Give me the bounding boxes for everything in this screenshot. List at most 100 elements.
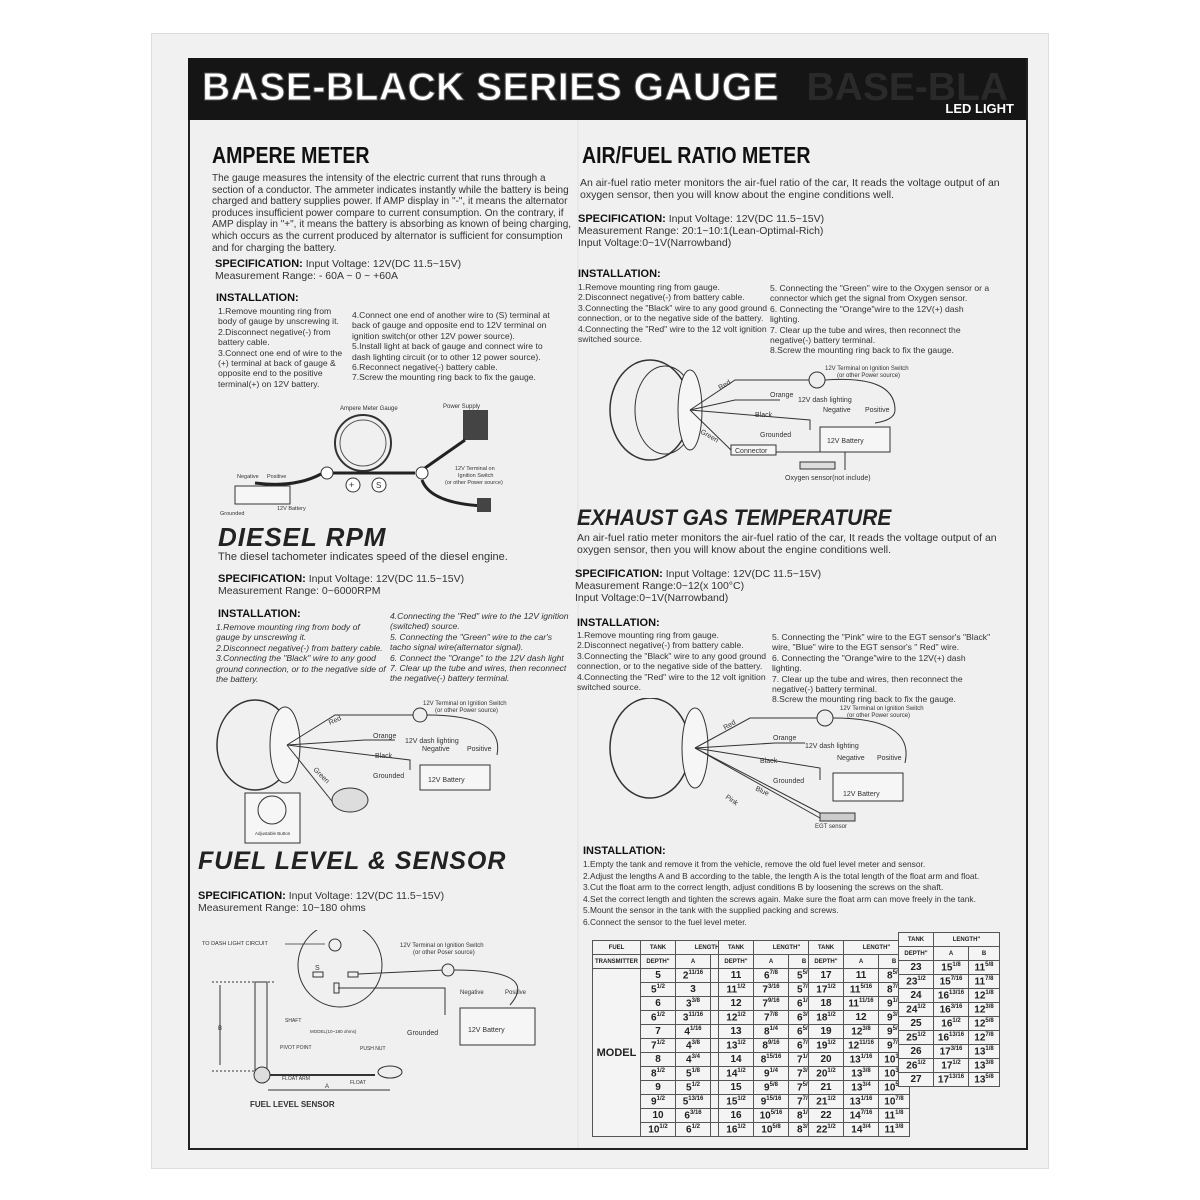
b-header: B (969, 947, 999, 960)
step: 3.Connect one end of wire to the (+) ter… (218, 347, 343, 389)
step: 4.Connecting the "Red" wire to the 12V i… (390, 611, 569, 632)
svg-text:Negative: Negative (837, 755, 865, 762)
svg-text:+: + (349, 480, 354, 490)
length-b-cell: 113/8 (879, 1123, 909, 1136)
depth-cell: 231/2 (899, 975, 933, 988)
spec-label: SPECIFICATION: (578, 213, 666, 225)
ampere-steps-right: 4.Connect one end of another wire to (S)… (352, 310, 557, 383)
diesel-wiring-diagram: Red Orange 12V dash lighting Black Green… (216, 699, 507, 844)
svg-text:(or other Power source): (or other Power source) (837, 373, 900, 379)
spec-voltage: Input Voltage: 12V(DC 11.5~15V) (665, 568, 822, 580)
depth-cell: 7 (641, 1025, 675, 1038)
a-header: A (934, 947, 968, 960)
air-fuel-steps-right: 5. Connecting the "Green" wire to the Ox… (770, 283, 990, 356)
svg-text:12V Battery: 12V Battery (843, 791, 880, 798)
depth-cell: 9 (641, 1081, 675, 1094)
depth-cell: 8 (641, 1053, 675, 1066)
spec-input: Input Voltage:0~1V(Narrowband) (575, 592, 729, 604)
svg-text:Grounded: Grounded (373, 773, 404, 780)
spec-voltage: Input Voltage: 12V(DC 11.5~15V) (668, 213, 825, 225)
length-a-cell: 161/2 (934, 1017, 968, 1030)
air-fuel-description: An air-fuel ratio meter monitors the air… (580, 177, 1000, 201)
egt-description: An air-fuel ratio meter monitors the air… (577, 532, 997, 556)
step: 4.Set the correct length and tighten the… (583, 893, 976, 904)
model-label: MODEL (593, 969, 640, 1136)
depth-cell: 10 (641, 1109, 675, 1122)
depth-cell: 101/2 (641, 1123, 675, 1136)
spec-voltage: Input Voltage: 12V(DC 11.5~15V) (308, 573, 465, 585)
step: 5.Install light at back of gauge and con… (352, 341, 543, 362)
length-b-cell: 123/8 (969, 1003, 999, 1016)
length-a-cell: 43/8 (676, 1039, 710, 1052)
depth-cell: 26 (899, 1045, 933, 1058)
step: 4.Connect one end of another wire to (S)… (352, 310, 550, 341)
length-a-cell: 151/8 (934, 961, 968, 974)
svg-text:Ampere Meter Gauge: Ampere Meter Gauge (340, 406, 398, 412)
length-a-cell: 61/2 (676, 1123, 710, 1136)
page-title: BASE-BLACK SERIES GAUGE (201, 66, 780, 110)
length-a-cell: 143/4 (844, 1123, 878, 1136)
spec-voltage: Input Voltage: 12V(DC 11.5~15V) (288, 890, 445, 902)
diesel-steps-left: 1.Remove mounting ring from body of gaug… (216, 622, 386, 684)
svg-text:12V Battery: 12V Battery (428, 777, 465, 784)
svg-text:EGT sensor: EGT sensor (815, 824, 847, 828)
depth-cell: 6 (641, 997, 675, 1010)
step: 6. Connecting the "Orange"wire to the 12… (772, 652, 966, 674)
step: 7. Clear up the tube and wires, then rec… (772, 673, 963, 695)
svg-text:FLOAT: FLOAT (350, 1080, 366, 1086)
depth-cell: 221/2 (809, 1123, 843, 1136)
length-a-cell: 105/8 (754, 1123, 788, 1136)
svg-text:PIVOT POINT: PIVOT POINT (280, 1045, 312, 1051)
svg-text:12V dash lighting: 12V dash lighting (805, 743, 859, 750)
step: 3.Connecting the "Black" wire to any goo… (578, 302, 768, 324)
length-a-cell: 211/16 (676, 969, 710, 982)
svg-text:12V Terminal on: 12V Terminal on (455, 466, 495, 472)
length-a-cell: 79/16 (754, 997, 788, 1010)
length-b-cell: 111/8 (879, 1109, 909, 1122)
length-a-cell: 915/16 (754, 1095, 788, 1108)
svg-text:Orange: Orange (773, 735, 796, 742)
svg-text:Negative: Negative (237, 474, 259, 480)
length-a-cell: 131/16 (844, 1095, 878, 1108)
svg-text:12V Terminal on Ignition Switc: 12V Terminal on Ignition Switch (400, 943, 484, 949)
length-a-cell: 1111/16 (844, 997, 878, 1010)
step: 3.Connecting the "Black" wire to any goo… (216, 653, 386, 685)
depth-cell: 11 (719, 969, 753, 982)
svg-text:FUEL LEVEL SENSOR: FUEL LEVEL SENSOR (250, 1100, 335, 1109)
svg-text:12V Terminal on Ignition Switc: 12V Terminal on Ignition Switch (825, 366, 909, 372)
svg-text:PUSH NUT: PUSH NUT (360, 1046, 386, 1052)
fuel-steps: 1.Empty the tank and remove it from the … (583, 859, 1013, 929)
tank-header: TANK (809, 941, 843, 954)
length-a-cell: 147/16 (844, 1109, 878, 1122)
svg-text:Green: Green (312, 766, 331, 785)
svg-text:FLOAT ARM: FLOAT ARM (282, 1076, 310, 1082)
air-fuel-wiring-diagram: Red Orange 12V dash lighting Black Green… (609, 359, 909, 482)
spec-range: Measurement Range:0~12(x 100°C) (575, 580, 745, 592)
svg-text:Oxygen sensor(not include): Oxygen sensor(not include) (785, 475, 871, 482)
depth-cell: 111/2 (719, 983, 753, 996)
length-a-cell: 171/2 (934, 1059, 968, 1072)
step: 4.Connecting the "Red" wire to the 12 vo… (578, 323, 767, 345)
a-header: A (844, 955, 878, 968)
depth-cell: 51/2 (641, 983, 675, 996)
length-a-cell: 157/16 (934, 975, 968, 988)
depth-cell: 181/2 (809, 1011, 843, 1024)
step: 1.Remove mounting ring from body of gaug… (216, 622, 360, 643)
depth-header: DEPTH" (641, 955, 675, 968)
svg-text:Positive: Positive (877, 755, 902, 762)
air-fuel-installation-heading: INSTALLATION: (578, 268, 661, 280)
svg-text:Red: Red (723, 719, 738, 732)
